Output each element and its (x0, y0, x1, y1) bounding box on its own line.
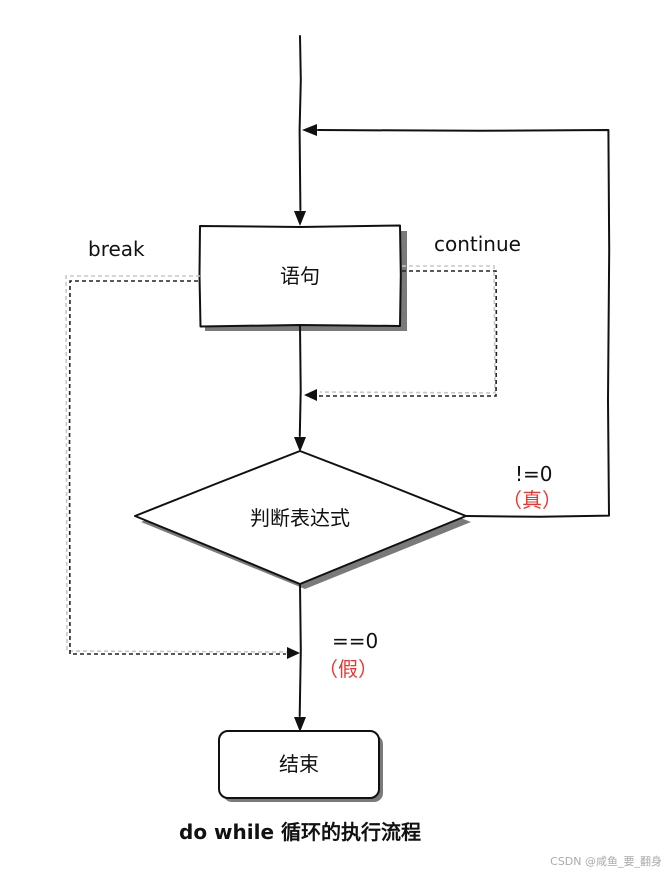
loop-back-arrowhead (302, 124, 317, 136)
statement-label: 语句 (280, 264, 320, 288)
continue-label: continue (434, 232, 521, 256)
true-value-label: !=0 (515, 462, 553, 486)
statement-to-condition-arrowhead (294, 437, 306, 452)
break-path-ghost (65, 275, 289, 653)
continue-arrowhead (304, 389, 317, 401)
condition-label: 判断表达式 (250, 506, 350, 530)
end-label: 结束 (279, 752, 319, 776)
break-path (68, 280, 286, 655)
diagram-caption: do while 循环的执行流程 (179, 820, 421, 844)
continue-path-ghost (319, 265, 496, 394)
condition-to-end-line (298, 583, 302, 717)
false-condition-label: （假） (318, 657, 378, 681)
condition-to-end-arrowhead (294, 717, 306, 732)
watermark: CSDN @咸鱼_要_翻身 (550, 854, 662, 868)
false-value-label: ==0 (332, 629, 378, 653)
entry-line (298, 35, 302, 211)
statement-box (198, 224, 402, 328)
continue-path (318, 270, 498, 397)
loop-back-line (317, 129, 611, 518)
true-condition-label: （真） (502, 488, 562, 512)
break-label: break (88, 237, 145, 261)
statement-to-condition-line (298, 325, 302, 437)
end-box (218, 730, 380, 799)
entry-arrowhead (294, 211, 306, 226)
break-arrowhead (287, 647, 300, 659)
